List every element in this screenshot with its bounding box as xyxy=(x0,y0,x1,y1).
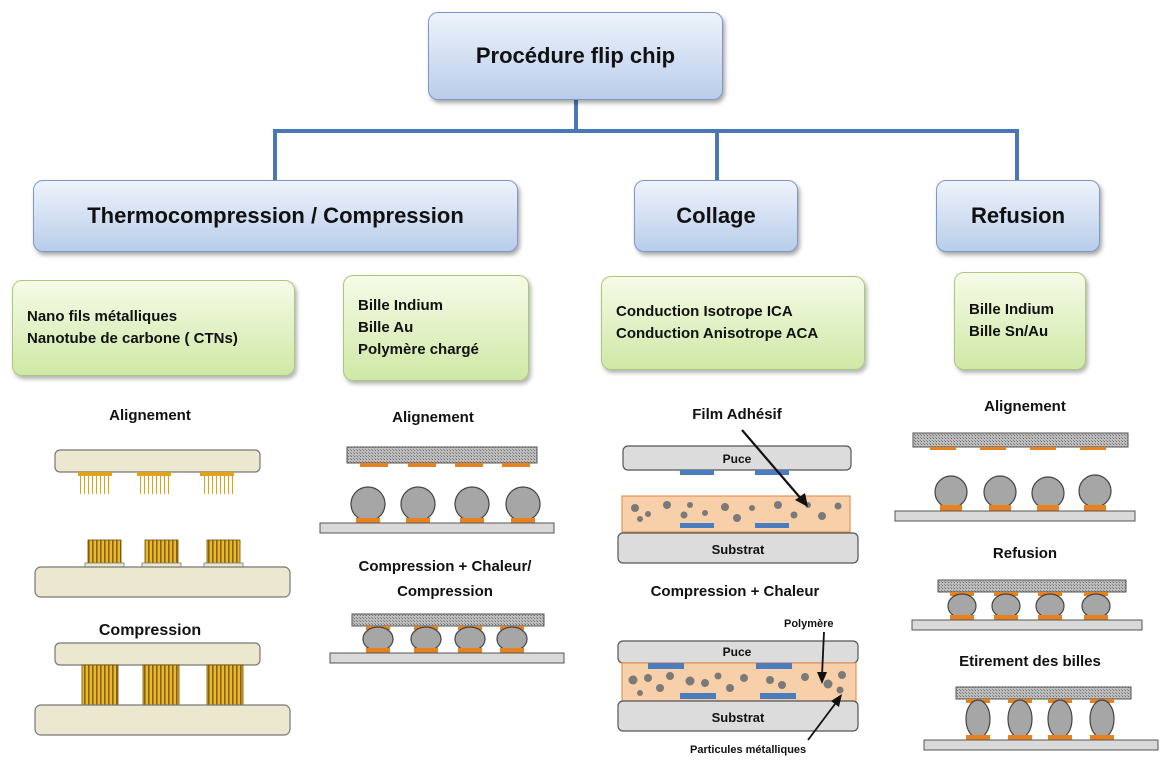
polymere-label: Polymère xyxy=(784,618,834,630)
material-refusion-1: Bille Indium xyxy=(969,301,1055,319)
step-bille-compression-1: Compression + Chaleur/ xyxy=(358,558,532,575)
step-refusion-refusion: Refusion xyxy=(992,545,1058,562)
bille-alignement-illustration xyxy=(319,446,555,534)
material-bille-1: Bille Indium xyxy=(358,297,444,315)
title-box: Procédure flip chip xyxy=(428,12,723,100)
material-conduction-2: Conduction Anisotrope ACA xyxy=(616,325,819,342)
category-refusion: Refusion xyxy=(936,180,1100,252)
step-collage-compression: Compression + Chaleur xyxy=(650,583,820,600)
puce-label-2: Puce xyxy=(723,645,752,659)
nano-compression-illustration xyxy=(34,642,291,736)
material-box-refusion: Bille Indium Bille Sn/Au xyxy=(954,272,1086,370)
category-collage-label: Collage xyxy=(676,203,756,228)
category-thermocompression: Thermocompression / Compression xyxy=(33,180,518,252)
category-refusion-label: Refusion xyxy=(970,203,1066,228)
substrat-label-1: Substrat xyxy=(712,542,765,557)
nano-alignement-illustration xyxy=(54,449,261,494)
material-box-nano: Nano fils métalliques Nanotube de carbon… xyxy=(12,280,295,376)
refusion-etirement-illustration xyxy=(923,686,1159,751)
material-box-bille: Bille Indium Bille Au Polymère chargé xyxy=(343,275,529,381)
refusion-refusion-illustration xyxy=(911,579,1143,631)
nano-chip-top xyxy=(54,449,261,473)
category-thermocompression-label: Thermocompression / Compression xyxy=(87,203,464,228)
particules-label: Particules métalliques xyxy=(690,744,806,756)
step-nano-alignement: Alignement xyxy=(109,407,191,424)
step-collage-film: Film Adhésif xyxy=(692,406,782,423)
collage-compression-illustration: Puce Substrat Polymère Particules métall… xyxy=(617,618,859,756)
material-nano-2: Nanotube de carbone ( CTNs) xyxy=(27,330,238,347)
material-bille-2: Bille Au xyxy=(358,319,414,337)
material-bille-3: Polymère chargé xyxy=(358,340,479,358)
step-nano-compression: Compression xyxy=(98,622,202,639)
bille-compression-illustration xyxy=(329,613,565,664)
material-refusion-2: Bille Sn/Au xyxy=(969,323,1049,340)
category-collage: Collage xyxy=(634,180,798,252)
nano-substrate xyxy=(34,566,291,598)
diagram-title: Procédure flip chip xyxy=(475,43,676,68)
substrat-label-2: Substrat xyxy=(712,710,765,725)
collage-film-illustration: Puce Substrat xyxy=(617,429,859,564)
step-bille-compression-2: Compression xyxy=(397,583,493,600)
step-bille-alignement: Alignement xyxy=(392,409,474,426)
material-box-conduction: Conduction Isotrope ICA Conduction Aniso… xyxy=(601,276,865,370)
refusion-alignement-illustration xyxy=(894,432,1136,522)
material-nano-1: Nano fils métalliques xyxy=(27,308,178,326)
nano-contact-illustration xyxy=(34,539,291,598)
puce-label-1: Puce xyxy=(723,452,752,466)
material-conduction-1: Conduction Isotrope ICA xyxy=(616,303,793,321)
step-refusion-etirement: Etirement des billes xyxy=(959,653,1101,670)
step-refusion-alignement: Alignement xyxy=(984,398,1066,415)
